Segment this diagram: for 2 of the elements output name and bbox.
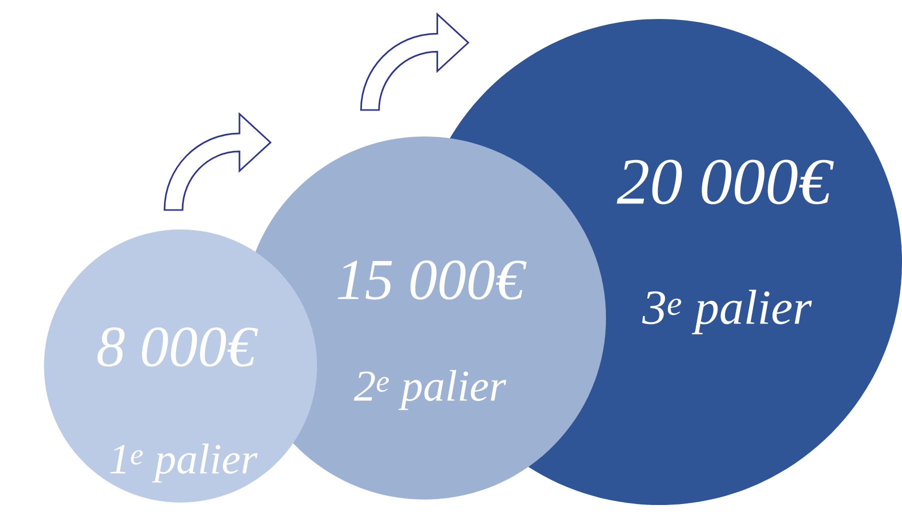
curved-arrow [164,113,272,211]
curved-arrow [360,13,470,111]
